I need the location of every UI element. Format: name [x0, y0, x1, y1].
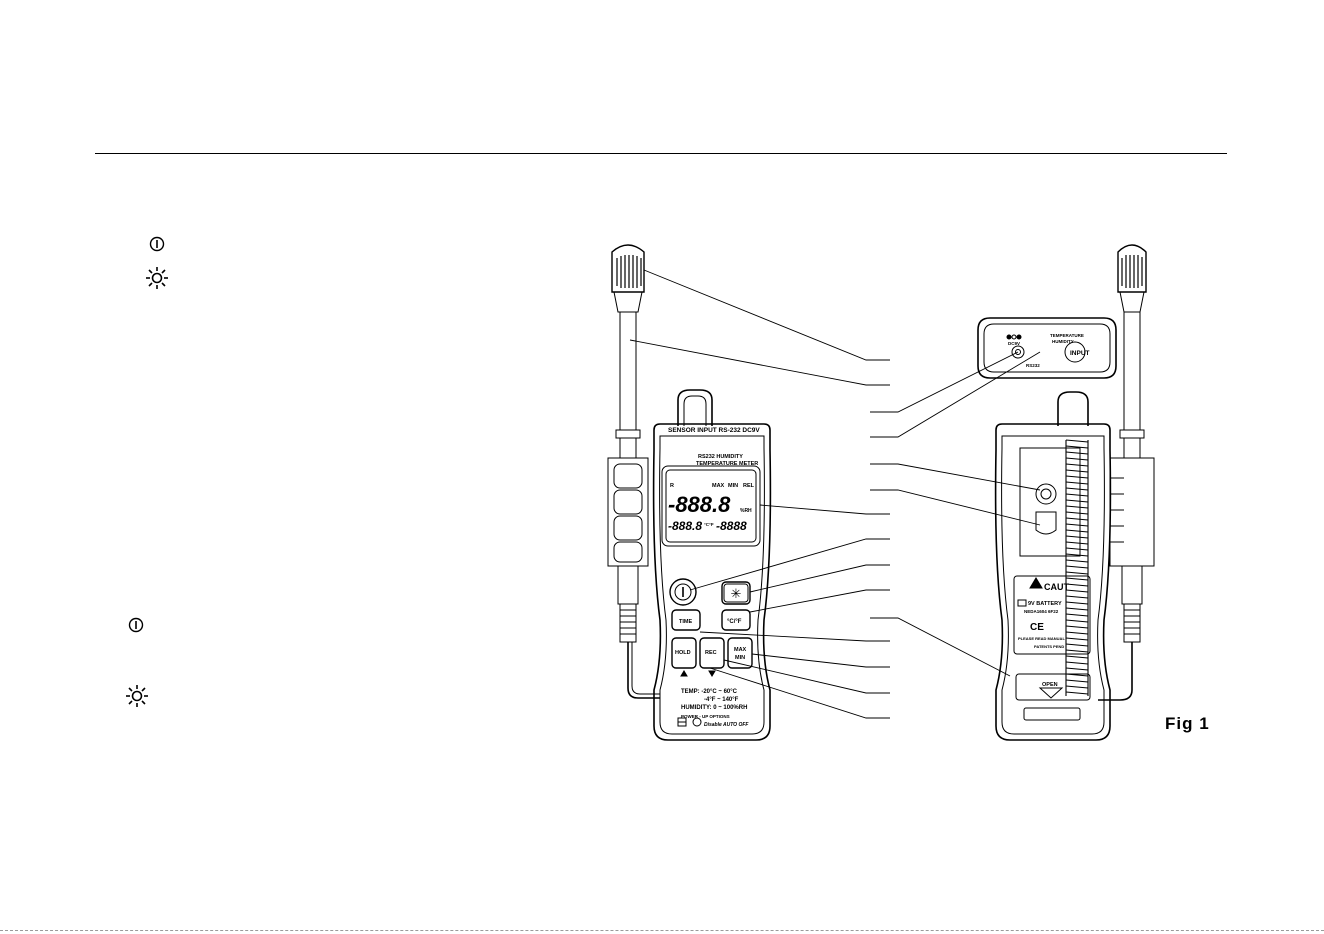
- back-body: [994, 423, 1112, 741]
- connector-detail: [977, 317, 1117, 379]
- spec-humidity: HUMIDITY: 0 ~ 100%RH: [681, 705, 747, 711]
- backlight-icon: [146, 267, 168, 289]
- power-icon: [149, 236, 165, 252]
- front-top-label: SENSOR INPUT RS-232 DC9V: [668, 427, 760, 434]
- rec-button-label: REC: [705, 650, 717, 656]
- front-body: [652, 423, 772, 741]
- back-probe: [1098, 244, 1155, 701]
- figure-label: Fig 1: [1165, 714, 1210, 733]
- caution-text: CAUT: [1044, 582, 1069, 592]
- lcd-flag-rel: REL: [743, 483, 755, 489]
- front-model-line2: TEMPERATURE METER: [696, 461, 758, 467]
- spec-temp-f: -4°F ~ 140°F: [704, 697, 739, 703]
- spec-auto-off: Disable AUTO OFF: [704, 722, 749, 728]
- conn-hum-label: HUMIDITY: [1052, 339, 1074, 344]
- lcd-flag-r: R: [670, 483, 674, 489]
- battery-text: 9V BATTERY: [1028, 601, 1062, 607]
- leader-lines: [629, 269, 1041, 719]
- lcd-main-unit: %RH: [740, 508, 752, 514]
- conn-temp-label: TEMPERATURE: [1050, 333, 1084, 338]
- spec-temp: TEMP: -20°C ~ 60°C: [681, 689, 738, 695]
- battery-type-text: NEDA1604 6F22: [1024, 609, 1059, 614]
- time-button-label: TIME: [679, 619, 692, 625]
- manual-text: PLEASE READ MANUAL: [1018, 636, 1065, 641]
- conn-input-label: INPUT: [1070, 350, 1090, 357]
- conn-rs232-label: RS232: [1026, 363, 1040, 368]
- lcd-main-digits: -888.8: [668, 492, 731, 517]
- min-button-label: MIN: [735, 655, 745, 661]
- conn-dc-label: DC9V: [1008, 341, 1020, 346]
- ce-mark: CE: [1030, 622, 1044, 633]
- footer-rule: [0, 930, 1324, 931]
- header-rule: [95, 153, 1227, 154]
- hold-button-label: HOLD: [675, 650, 691, 656]
- spec-power-up: POWER - UP OPTIONS: [681, 714, 730, 719]
- svg-text:✳: ✳: [731, 586, 742, 601]
- lcd-sub-left-unit: °C°F: [704, 522, 714, 527]
- max-button-label: MAX: [734, 647, 747, 653]
- lcd-flag-min: MIN: [728, 483, 738, 489]
- backlight-icon: [126, 685, 148, 707]
- lcd-flag-max: MAX: [712, 483, 725, 489]
- power-icon: [128, 617, 144, 633]
- unit-button-label: °C/°F: [727, 619, 742, 625]
- front-probe: [607, 244, 660, 699]
- open-label: OPEN: [1042, 682, 1058, 688]
- patents-text: PATENTS PEND: [1034, 644, 1064, 649]
- lcd-sub-left: -888.8: [668, 519, 702, 533]
- front-model-line1: RS232 HUMIDITY: [698, 454, 743, 460]
- lcd-sub-right: -8888: [716, 519, 747, 533]
